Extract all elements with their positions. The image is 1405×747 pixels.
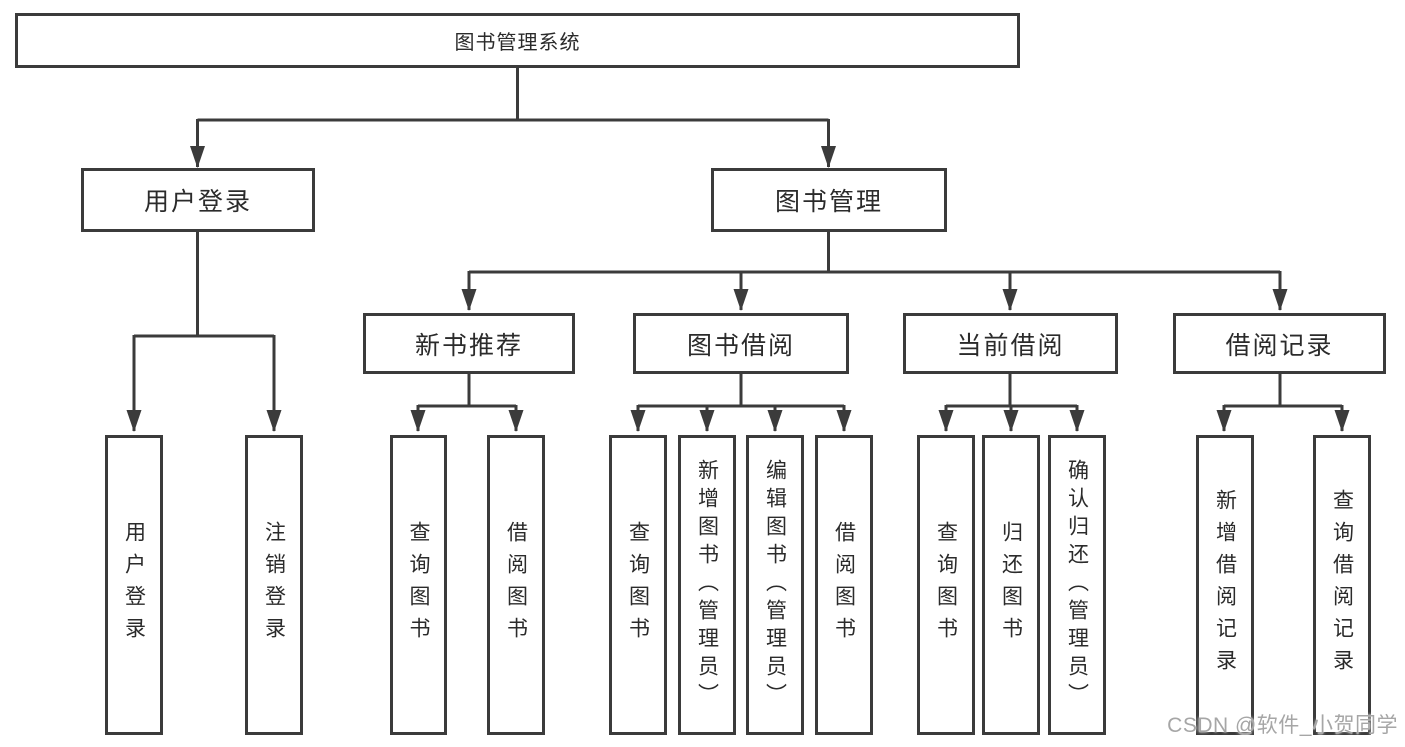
connector-line [638,373,844,408]
connector-line [134,231,274,338]
node-user-login: 用户登录 [81,168,315,232]
node-label: 当前借阅 [956,331,1065,360]
node-logout: 注销登录 [245,435,303,735]
node-label: 查询图书 [934,521,958,649]
node-label: 查询图书 [407,521,430,649]
node-user-login-leaf: 用户登录 [105,435,163,735]
node-borrow-books-recommend: 借阅图书 [487,435,545,735]
node-borrow-books-leaf: 借阅图书 [815,435,873,735]
node-label: 图书管理 [774,188,883,216]
node-query-borrow-record: 查询借阅记录 [1313,435,1371,735]
node-borrowing-records: 借阅记录 [1173,313,1386,374]
node-confirm-return-admin: 确认归还（管理员） [1048,435,1106,735]
node-label: 归还图书 [999,521,1023,649]
connector-line [197,67,829,122]
node-label: 注销登录 [262,521,286,649]
node-label: 借阅图书 [832,521,856,649]
node-query-books-current: 查询图书 [917,435,975,735]
node-add-borrow-record: 新增借阅记录 [1196,435,1254,735]
connector-line [1224,373,1342,408]
node-label: 用户登录 [143,188,252,216]
node-label: 编辑图书（管理员） [763,459,787,711]
node-edit-books-admin: 编辑图书（管理员） [746,435,804,735]
node-label: 借阅记录 [1225,331,1334,360]
connector-line [469,231,1280,274]
node-current-borrowing: 当前借阅 [903,313,1118,374]
connector-line [946,373,1077,408]
connector-line [418,373,516,408]
node-label: 图书管理系统 [454,32,581,54]
node-label: 查询借阅记录 [1330,489,1354,681]
node-label: 新书推荐 [414,331,523,360]
connector-group [126,67,1350,432]
node-label: 借阅图书 [504,521,528,649]
node-query-books-recommend: 查询图书 [390,435,447,735]
node-new-book-recommendation: 新书推荐 [363,313,575,374]
node-return-books: 归还图书 [982,435,1040,735]
node-book-management: 图书管理 [711,168,947,232]
node-label: 图书借阅 [686,331,795,360]
node-label: 新增图书（管理员） [695,459,719,711]
node-query-books-borrowing: 查询图书 [609,435,667,735]
node-label: 确认归还（管理员） [1065,459,1089,711]
node-add-books-admin: 新增图书（管理员） [678,435,736,735]
csdn-watermark: CSDN @软件_小贺同学 [1167,714,1398,737]
node-label: 新增借阅记录 [1213,489,1237,681]
node-root: 图书管理系统 [15,13,1020,68]
node-book-borrowing: 图书借阅 [633,313,849,374]
node-label: 用户登录 [122,521,146,649]
node-label: 查询图书 [626,521,650,649]
